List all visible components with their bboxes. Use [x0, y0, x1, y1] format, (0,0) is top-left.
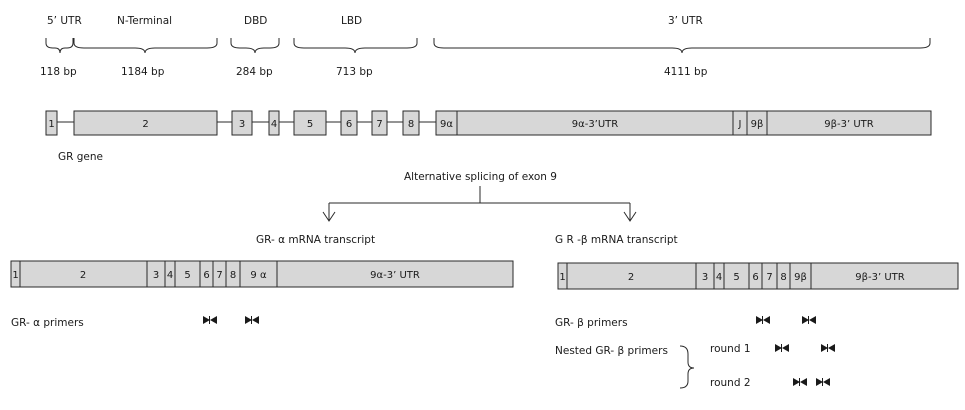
- exon-label: 6: [203, 270, 209, 281]
- gene-label: GR gene: [58, 151, 103, 163]
- exon-label: 5: [733, 272, 739, 283]
- primer-pair-icon: [802, 316, 816, 324]
- domain-size: 118 bp: [40, 66, 77, 78]
- exon-8: [402, 110, 420, 136]
- arrow-down-icon: [322, 211, 336, 222]
- brace-icon: [45, 38, 74, 54]
- alpha-mrna-bar: [10, 260, 514, 288]
- primer-pair-icon: [816, 378, 830, 386]
- exon-label: 9β: [751, 119, 764, 130]
- exon-label: 3: [702, 272, 708, 283]
- domain-size: 284 bp: [236, 66, 273, 78]
- exon-label: 1: [559, 272, 565, 283]
- domain-size: 1184 bp: [121, 66, 165, 78]
- exon-label: 7: [766, 272, 772, 283]
- alpha-title: GR- α mRNA transcript: [256, 234, 375, 246]
- exon-label: 4: [167, 270, 173, 281]
- exon-label: 4: [716, 272, 722, 283]
- domain-label: DBD: [244, 15, 267, 27]
- exon-3: [231, 110, 253, 136]
- primer-pair-icon: [793, 378, 807, 386]
- brace-icon: [73, 38, 218, 54]
- domain-label: 3’ UTR: [668, 15, 703, 27]
- brace-icon: [293, 38, 418, 54]
- exon-label: 1: [12, 270, 18, 281]
- exon-1: [45, 110, 58, 136]
- gr-beta-transcript: G R -β mRNA transcript 1 2 3 4 5 6 7 8 9…: [555, 234, 959, 389]
- exon-label: 3: [153, 270, 159, 281]
- round1-label: round 1: [710, 343, 751, 355]
- domain-size: 713 bp: [336, 66, 373, 78]
- beta-mrna-bar: [557, 262, 959, 290]
- exon-label: 7: [216, 270, 222, 281]
- exon-label: 9β-3’ UTR: [855, 272, 905, 283]
- exon-label: 2: [80, 270, 86, 281]
- exon-label: 7: [376, 119, 382, 130]
- gr-alpha-transcript: GR- α mRNA transcript 1 2 3 4 5 6 7 8 9 …: [10, 234, 514, 329]
- exon-label: 3: [239, 119, 245, 130]
- exon-label: 6: [346, 119, 352, 130]
- domain-lbd: LBD 713 bp: [293, 15, 418, 78]
- exon-label: 4: [271, 119, 277, 130]
- exon-label: 9β-3’ UTR: [824, 119, 874, 130]
- primer-pair-icon: [756, 316, 770, 324]
- domain-n-terminal: N-Terminal 1184 bp: [73, 15, 218, 78]
- exon-label: 1: [48, 119, 54, 130]
- beta-primers-label: GR- β primers: [555, 317, 628, 329]
- exon-label: 9α-3’ UTR: [370, 270, 420, 281]
- domain-label: LBD: [341, 15, 362, 27]
- domain-label: N-Terminal: [117, 15, 172, 27]
- primer-pair-icon: [821, 344, 835, 352]
- round2-label: round 2: [710, 377, 751, 389]
- splicing-arrows: Alternative splicing of exon 9: [322, 171, 637, 222]
- domain-label: 5’ UTR: [47, 15, 82, 27]
- exon-label: 5: [184, 270, 190, 281]
- exon-label: 8: [780, 272, 786, 283]
- domain-size: 4111 bp: [664, 66, 708, 78]
- brace-icon: [679, 345, 695, 389]
- domain-dbd: DBD 284 bp: [230, 15, 280, 78]
- exon-5: [293, 110, 327, 136]
- domain-5utr: 5’ UTR 118 bp: [40, 15, 82, 78]
- exon-label: 9α-3’UTR: [572, 119, 619, 130]
- exon-7: [371, 110, 388, 136]
- exon-2: [73, 110, 218, 136]
- splicing-label: Alternative splicing of exon 9: [404, 171, 557, 183]
- nested-primers-label: Nested GR- β primers: [555, 345, 668, 357]
- beta-title: G R -β mRNA transcript: [555, 234, 678, 246]
- arrow-down-icon: [623, 211, 637, 222]
- exon-label: 6: [752, 272, 758, 283]
- alpha-primers-label: GR- α primers: [11, 317, 84, 329]
- exon-6: [340, 110, 358, 136]
- exon-label: 5: [307, 119, 313, 130]
- exon-label: 2: [628, 272, 634, 283]
- exon-label: 9β: [794, 272, 807, 283]
- exon-label: 8: [230, 270, 236, 281]
- gr-gene-map: 1 2 3 4 5 6 7 8 9α 9α-3’UTR J 9β 9β-3’ U…: [45, 110, 932, 163]
- primer-pair-icon: [203, 316, 217, 324]
- brace-icon: [433, 38, 931, 54]
- brace-icon: [230, 38, 280, 54]
- exon-label: 9α: [440, 119, 453, 130]
- exon-9-block: [435, 110, 932, 136]
- exon-4: [268, 110, 280, 136]
- exon-label: 8: [408, 119, 414, 130]
- exon-label: J: [738, 119, 742, 130]
- primer-pair-icon: [775, 344, 789, 352]
- exon-label: 2: [142, 119, 148, 130]
- exon-label: 9 α: [250, 270, 267, 281]
- domain-3utr: 3’ UTR 4111 bp: [433, 15, 931, 78]
- primer-pair-icon: [245, 316, 259, 324]
